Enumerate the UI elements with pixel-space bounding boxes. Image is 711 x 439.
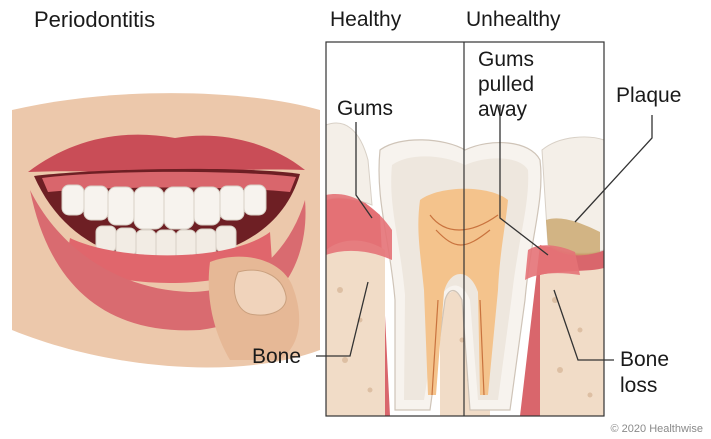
callout-bone-loss: Bone loss [620,347,700,399]
diagram-title: Periodontitis [34,8,155,32]
callout-plaque: Plaque [616,84,681,108]
panel-label-healthy: Healthy [330,8,401,32]
callout-bone: Bone [252,345,301,369]
mouth-illustration [12,93,320,367]
copyright-credit: © 2020 Healthwise [611,423,704,435]
panel-label-unhealthy: Unhealthy [466,8,561,32]
callout-gums-pulled-away: Gums pulled away [478,47,558,122]
callout-gums: Gums [337,97,393,121]
